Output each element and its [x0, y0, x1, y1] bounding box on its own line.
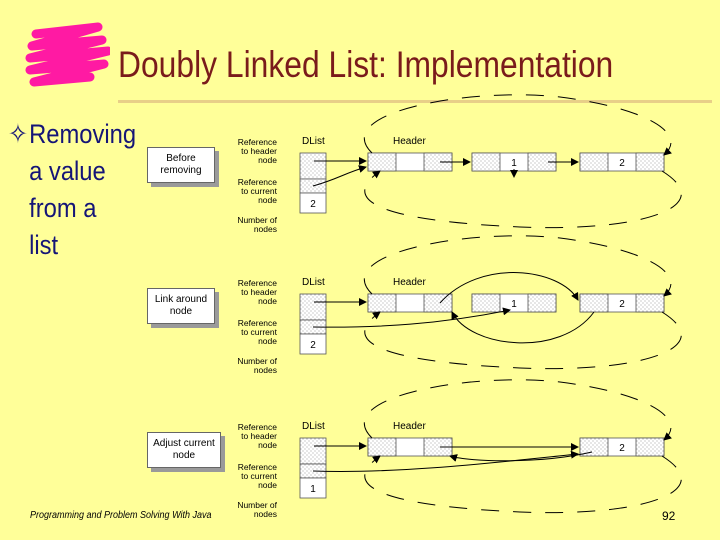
header-label: Header: [393, 136, 426, 147]
ref-current-label-line: node: [258, 480, 277, 490]
dlist-header-ref-field: [299, 437, 327, 465]
current-reference-arrow: [312, 307, 511, 328]
ref-current-label-line: Reference: [237, 177, 277, 187]
bullet-line: Removing: [29, 119, 137, 149]
wrap-around-next-arrow: [363, 379, 672, 441]
dlist-header-ref-field: [299, 152, 327, 180]
ref-current-label-line: node: [258, 195, 277, 205]
dlist-count-value: 2: [310, 199, 316, 210]
stage-caption-line: Link around: [154, 294, 208, 305]
num-nodes-label-line: nodes: [253, 224, 277, 234]
ref-header-label-line: node: [258, 155, 277, 165]
stage-caption-line: Before: [166, 153, 196, 164]
wrap-around-next-arrow: [363, 94, 672, 156]
num-nodes-label-line: nodes: [253, 365, 277, 375]
node-prev-field: [367, 437, 397, 457]
num-nodes-label-line: Number of: [237, 500, 277, 510]
dlist-label: DList: [302, 136, 325, 147]
wrap-around-prev-arrow: [364, 311, 682, 370]
node-prev-field: [367, 293, 397, 313]
dlist-label: DList: [302, 277, 325, 288]
node-prev-field: [579, 293, 609, 313]
bullet-line: a value: [29, 156, 106, 186]
ref-current-label-line: to current: [241, 186, 277, 196]
node-prev-field: [579, 437, 609, 457]
bypass-prev-arrow: [451, 311, 595, 344]
ref-current-label-line: Reference: [237, 318, 277, 328]
ref-header-label-line: node: [258, 440, 277, 450]
ref-header-label-line: Reference: [237, 278, 277, 288]
title-underline: [118, 100, 712, 103]
ref-header-label-line: to header: [241, 431, 277, 441]
footer-text: Programming and Problem Solving With Jav…: [30, 510, 212, 521]
node-next-field: [423, 293, 453, 313]
ref-current-label-line: to current: [241, 327, 277, 337]
ref-current-label-line: node: [258, 336, 277, 346]
node-prev-field: [367, 152, 397, 172]
ref-current-label-line: to current: [241, 471, 277, 481]
header-label: Header: [393, 421, 426, 432]
ref-header-label-line: Reference: [237, 422, 277, 432]
ref-header-label-line: to header: [241, 287, 277, 297]
node-next-field: [635, 293, 665, 313]
node-value: 1: [511, 299, 517, 310]
ref-header-label-line: to header: [241, 146, 277, 156]
bullet-line: list: [29, 230, 59, 260]
stage-caption-line: removing: [160, 165, 202, 176]
node-next-field: [635, 437, 665, 457]
prev-link-arrow: [449, 451, 593, 462]
dlist-count-field: [299, 333, 327, 355]
current-reference-arrow: [312, 450, 579, 472]
current-reference-arrow: [312, 165, 367, 187]
dlist-label: DList: [302, 421, 325, 432]
slide-logo: [0, 0, 113, 115]
node-next-field: [635, 152, 665, 172]
node-prev-field: [471, 152, 501, 172]
node-next-field: [527, 293, 557, 313]
node-value: 2: [619, 158, 625, 169]
stage-caption-line: node: [172, 450, 196, 461]
wrap-around-prev-arrow: [364, 455, 682, 514]
dlist-count-value: 2: [310, 340, 316, 351]
bypass-next-arrow: [439, 272, 579, 304]
ref-header-label-line: Reference: [237, 137, 277, 147]
dlist-header-ref-field: [299, 293, 327, 321]
ref-current-label-line: Reference: [237, 462, 277, 472]
wrap-around-prev-arrow: [364, 170, 682, 229]
stage-caption-line: node: [169, 306, 193, 317]
node-prev-field: [471, 293, 501, 313]
node-value: 2: [619, 299, 625, 310]
node-prev-field: [579, 152, 609, 172]
num-nodes-label-line: Number of: [237, 356, 277, 366]
wrap-around-next-arrow: [363, 235, 672, 297]
slide-title: Doubly Linked List: Implementation: [118, 44, 614, 85]
dlist-count-value: 1: [310, 484, 316, 495]
stage-caption-line: Adjust current: [153, 438, 215, 449]
ref-header-label-line: node: [258, 296, 277, 306]
page-number: 92: [662, 509, 676, 523]
num-nodes-label-line: Number of: [237, 215, 277, 225]
dlist-count-field: [299, 477, 327, 499]
dlist-count-field: [299, 192, 327, 214]
node-value: 2: [619, 443, 625, 454]
header-label: Header: [393, 277, 426, 288]
star-bullet-icon: ✧: [8, 119, 28, 149]
num-nodes-label-line: nodes: [253, 509, 277, 519]
bullet-line: from a: [29, 193, 97, 223]
node-value: 1: [511, 158, 517, 169]
